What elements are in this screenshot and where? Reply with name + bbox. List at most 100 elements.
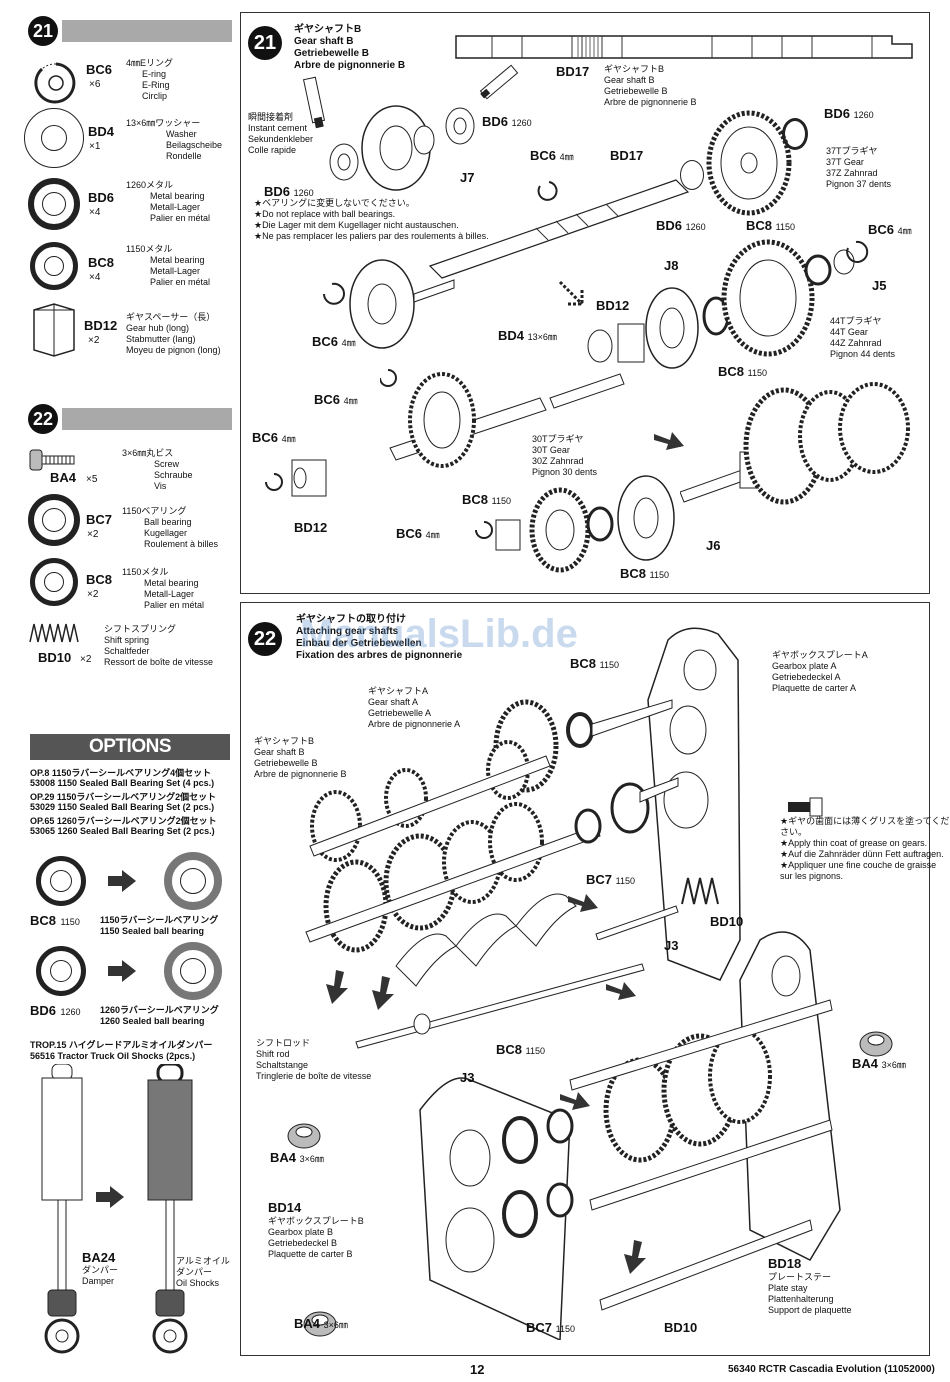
gear-hub-icon (33, 303, 75, 357)
bc7-label: BC7 1150 (526, 1320, 575, 1335)
direction-arrow-icon (326, 970, 348, 1004)
arrow-right-icon (108, 960, 136, 982)
bc7-label: BC7 1150 (586, 872, 635, 887)
bc8-label: BC8 1150 (462, 492, 511, 507)
bd6-label: BD6 1260 (824, 106, 874, 121)
direction-arrow-icon (606, 982, 636, 1000)
direction-arrow-icon (654, 432, 684, 450)
bearing-hole (50, 870, 72, 892)
part-qty: ×2 (87, 589, 99, 600)
gear-37t-drawing (706, 110, 792, 216)
bearing-hole (44, 256, 64, 276)
bearing-ring (680, 160, 704, 190)
part-code-bd6: BD6 (88, 190, 115, 205)
j7-label: J7 (460, 170, 475, 185)
gear-cluster-right-drawing (680, 382, 910, 505)
part-qty: ×2 (88, 335, 100, 346)
part-qty: ×2 (87, 529, 99, 540)
direction-arrow-icon (372, 976, 394, 1010)
shift-spring-icon (29, 623, 79, 643)
bc6-label: BC6 4㎜ (530, 148, 574, 163)
gearbox-plate-a-drawing (647, 627, 741, 981)
bc8-label: BC8 1150 (570, 656, 619, 671)
part-code-bc8: BC8 (86, 572, 113, 587)
bearing-hole (180, 868, 206, 894)
shift-drum-j7-drawing (329, 105, 475, 191)
bc6-label: BC6 4㎜ (252, 430, 296, 445)
bd6-label: BD6 1260 (264, 184, 314, 199)
gear-cluster-drawing (380, 369, 625, 468)
options-title: OPTIONS (30, 734, 230, 760)
gear-hub-drawing (265, 459, 327, 497)
part-code-ba4: BA4 (50, 470, 77, 485)
options-list: OP.8 1150ラバーシールベアリング4個セット 53008 1150 Sea… (30, 768, 217, 836)
bearing-hole (180, 958, 206, 984)
ba4-label: BA4 3×6㎜ (852, 1056, 906, 1071)
sealed-bearing-icon (164, 852, 222, 910)
part-code-bc7: BC7 (86, 512, 113, 527)
shift-spring-icon (681, 877, 719, 905)
step-22-panel (240, 602, 930, 1356)
bc8-label: BC8 1150 (496, 1042, 545, 1057)
oil-shock-label: アルミオイル ダンパー Oil Shocks (176, 1256, 230, 1288)
j3-label: J3 (460, 1070, 475, 1085)
gear-shaft-b-drawing (455, 35, 913, 59)
sealed-bearing-icon (164, 942, 222, 1000)
direction-arrow-icon (624, 1240, 646, 1274)
watermark-text: ManualsLib.de (300, 612, 578, 656)
option-swap-bd6: BD6 1260 (30, 1003, 81, 1018)
ba4-label: BA4 3×6㎜ (270, 1150, 324, 1165)
model-footer: 56340 RCTR Cascadia Evolution (11052000) (728, 1364, 935, 1375)
washer-hole (41, 125, 67, 151)
part-code-bd10: BD10 (38, 650, 72, 665)
bd6-label: BD6 1260 (482, 114, 532, 129)
step-21-header-bar (62, 20, 232, 42)
step-21-badge: 21 (28, 16, 58, 46)
ba4-label: BA4 3×6㎜ (294, 1316, 348, 1331)
direction-arrow-icon (558, 280, 584, 306)
ba24-label: BA24 ダンパー Damper (82, 1250, 119, 1286)
part-code-bd4: BD4 (88, 124, 115, 139)
part-desc: 3×6㎜丸ビス Screw Schraube Vis (122, 448, 193, 491)
washer-icon (24, 108, 84, 168)
bearing-drawing (566, 699, 673, 748)
bc8-label: BC8 1150 (718, 364, 767, 379)
e-ring-icon (804, 240, 869, 286)
bearing-ring (782, 118, 808, 150)
bc6-label: BC6 4㎜ (312, 334, 356, 349)
gearbox-assembly-drawing (419, 931, 841, 1340)
screw-icon (859, 1031, 893, 1057)
bearing-hole (50, 960, 72, 982)
step-21-panel (240, 12, 930, 594)
cement-tube-icon (302, 76, 326, 129)
bearing-warning: ★ベアリングに変更しないでください。★Do not replace with b… (254, 198, 489, 241)
grease-tube-icon (788, 797, 823, 817)
arrow-right-icon (108, 870, 136, 892)
shift-rod-drawing (595, 905, 679, 940)
metal-bearing-icon (36, 946, 86, 996)
j3-label: J3 (664, 938, 679, 953)
cement-tube-icon (479, 64, 519, 100)
bd17-label: BD17 (610, 148, 644, 163)
damper-icon (41, 1064, 83, 1354)
arrow-right-icon (96, 1186, 124, 1208)
part-code-bd12: BD12 (84, 318, 118, 333)
bd4-label: BD4 13×6㎜ (498, 328, 557, 343)
j5-label: J5 (872, 278, 887, 293)
bc6-label: BC6 4㎜ (396, 526, 440, 541)
e-ring-icon (34, 62, 76, 104)
ball-bearing-icon (28, 494, 80, 546)
step-21-badge: 21 (248, 26, 282, 60)
step-22-badge: 22 (248, 622, 282, 656)
